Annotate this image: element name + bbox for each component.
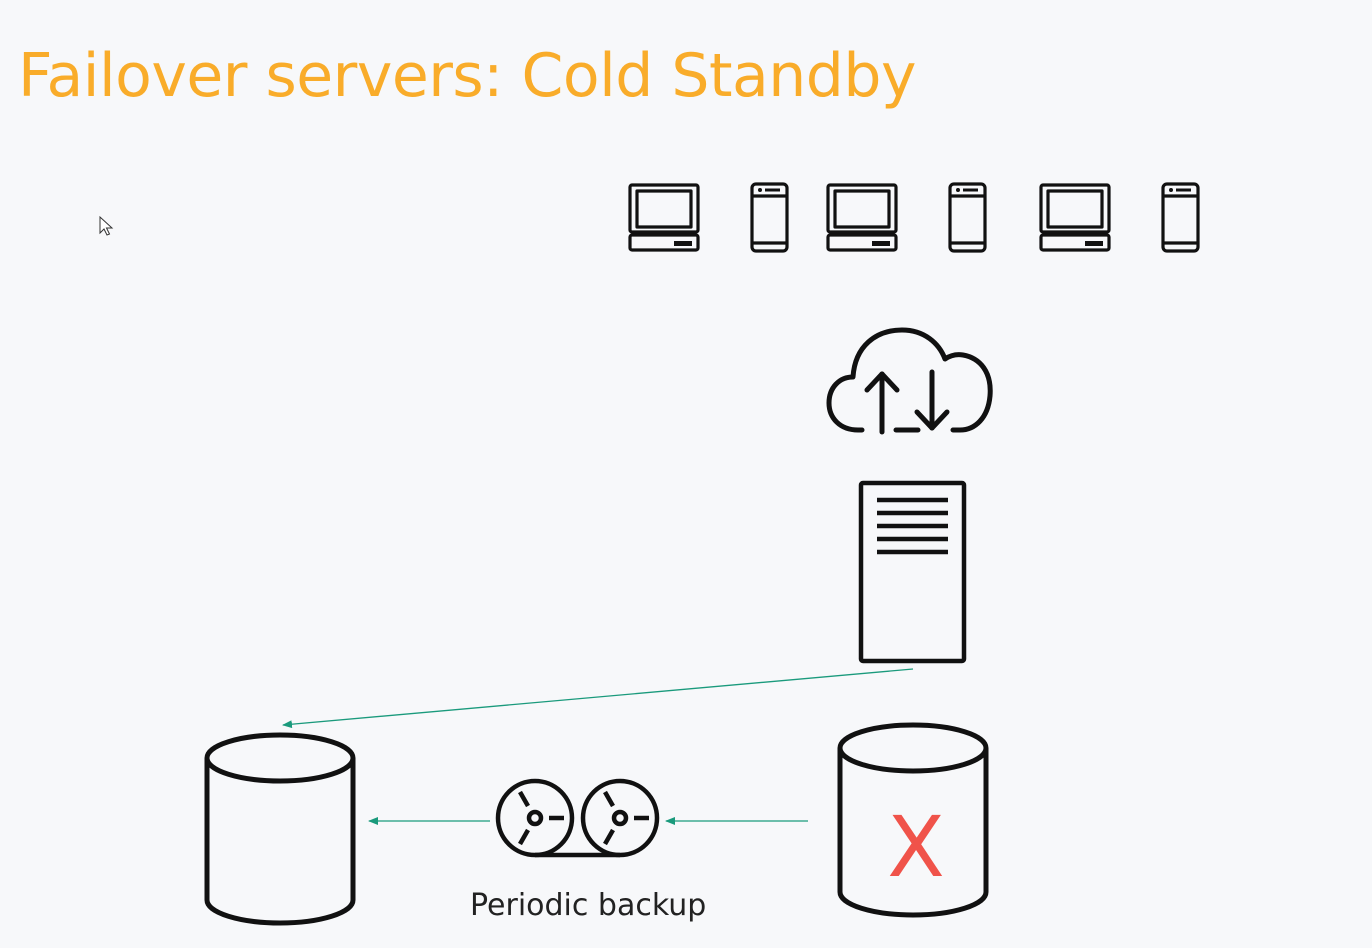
- laptop-icon: [1039, 183, 1111, 252]
- standby-database-icon: [204, 732, 356, 926]
- tape-backup-icon: [495, 778, 660, 858]
- laptop-icon: [628, 183, 700, 252]
- clients-row: [628, 182, 1200, 253]
- cloud-icon: [826, 327, 993, 435]
- periodic-backup-label: Periodic backup: [470, 888, 707, 923]
- phone-icon: [948, 182, 987, 253]
- arrow-server-to-standby: [282, 668, 914, 729]
- mouse-cursor-icon: [99, 215, 114, 236]
- phone-icon: [750, 182, 789, 253]
- slide-title: Failover servers: Cold Standby: [18, 41, 916, 111]
- server-icon: [858, 480, 967, 664]
- primary-database-icon: [837, 722, 989, 918]
- laptop-icon: [826, 183, 898, 252]
- phone-icon: [1161, 182, 1200, 253]
- failure-mark: X: [887, 798, 945, 896]
